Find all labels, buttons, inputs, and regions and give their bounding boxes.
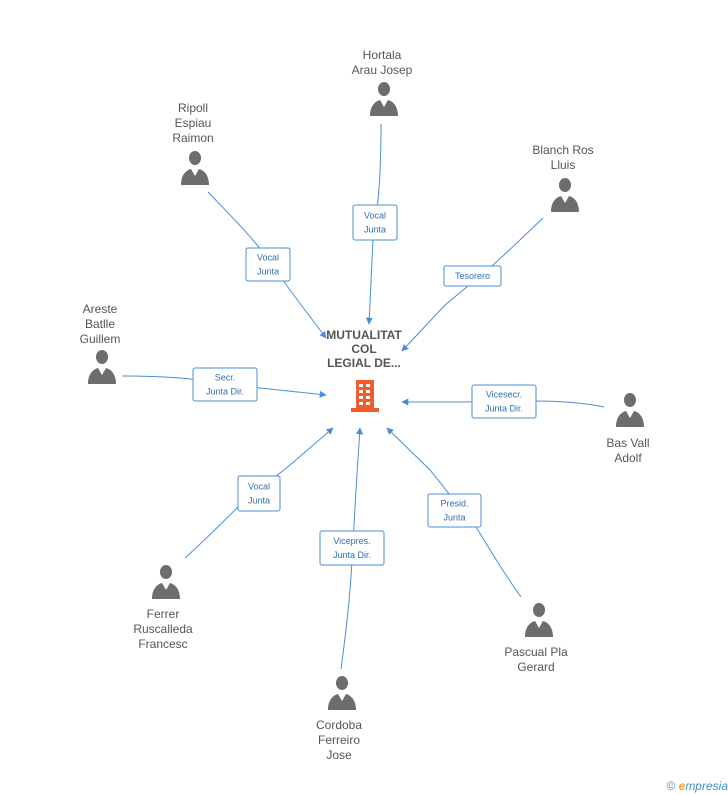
role-box bbox=[237, 475, 281, 512]
person-name-line: Hortala bbox=[363, 48, 402, 62]
role-text-line: Junta Dir. bbox=[485, 404, 523, 414]
role-box bbox=[427, 493, 482, 528]
person-name-line: Ruscalleda bbox=[133, 622, 193, 636]
person-name-line: Lluis bbox=[551, 158, 576, 172]
role-text-line: Junta Dir. bbox=[206, 387, 244, 397]
person-icon-basvall[interactable] bbox=[616, 393, 644, 427]
role-box bbox=[319, 530, 385, 566]
role-label-pascual[interactable]: Presid. Junta bbox=[427, 493, 482, 528]
role-box bbox=[471, 384, 537, 419]
person-name-line: Areste bbox=[83, 302, 118, 316]
role-box bbox=[352, 204, 398, 241]
person-icon-ripoll[interactable] bbox=[181, 151, 209, 185]
company-name-line: LEGIAL DE... bbox=[327, 356, 401, 370]
building-icon bbox=[351, 380, 379, 412]
role-text-line: Vocal bbox=[248, 482, 270, 492]
person-name-line: Arau Josep bbox=[352, 63, 413, 77]
role-text-line: Junta Dir. bbox=[333, 550, 371, 560]
person-name-line: Ferrer bbox=[147, 607, 180, 621]
person-name-line: Francesc bbox=[138, 637, 187, 651]
role-text-line: Junta bbox=[364, 225, 386, 235]
role-box bbox=[245, 247, 291, 282]
role-text-line: Vocal bbox=[364, 211, 386, 221]
person-name-line: Espiau bbox=[175, 116, 212, 130]
role-box bbox=[443, 265, 502, 287]
copyright-symbol: © bbox=[666, 779, 676, 793]
role-box bbox=[192, 367, 258, 402]
person-name-line: Raimon bbox=[172, 131, 213, 145]
role-text-line: Vocal bbox=[257, 253, 279, 263]
person-icon-blanch[interactable] bbox=[551, 178, 579, 212]
role-label-basvall[interactable]: Vicesecr. Junta Dir. bbox=[471, 384, 537, 419]
role-text-line: Vicepres. bbox=[333, 536, 370, 546]
person-name-line: Batlle bbox=[85, 317, 115, 331]
role-label-areste[interactable]: Secr. Junta Dir. bbox=[192, 367, 258, 402]
footer-brand: © empresia bbox=[666, 779, 728, 793]
edge-pascual bbox=[386, 427, 522, 598]
role-label-cordoba[interactable]: Vicepres. Junta Dir. bbox=[319, 530, 385, 566]
company-name-line: COL bbox=[351, 342, 376, 356]
person-name-line: Ripoll bbox=[178, 101, 208, 115]
person-icon-cordoba[interactable] bbox=[328, 676, 356, 710]
role-text-line: Junta bbox=[257, 267, 279, 277]
person-name-line: Gerard bbox=[517, 660, 554, 674]
role-label-blanch[interactable]: Tesorero bbox=[443, 265, 502, 287]
person-icon-hortala[interactable] bbox=[370, 82, 398, 116]
role-text-line: Secr. bbox=[215, 373, 236, 383]
role-text-line: Junta bbox=[443, 513, 465, 523]
role-text-line: Tesorero bbox=[455, 271, 490, 281]
brand-logo-initial: e bbox=[678, 779, 686, 793]
person-name-line: Pascual Pla bbox=[504, 645, 568, 659]
person-icon-pascual[interactable] bbox=[525, 603, 553, 637]
role-text-line: Vicesecr. bbox=[486, 390, 522, 400]
person-name-line: Guillem bbox=[80, 332, 121, 346]
company-name-line: MUTUALITAT bbox=[326, 328, 402, 342]
person-icon-areste[interactable] bbox=[88, 350, 116, 384]
role-text-line: Presid. bbox=[440, 499, 468, 509]
person-name-line: Cordoba bbox=[316, 718, 362, 732]
role-text-line: Junta bbox=[248, 496, 270, 506]
person-icon-ferrer[interactable] bbox=[152, 565, 180, 599]
person-name-line: Blanch Ros bbox=[532, 143, 593, 157]
person-name-line: Jose bbox=[326, 748, 352, 762]
person-name-line: Ferreiro bbox=[318, 733, 360, 747]
person-name-line: Bas Vall bbox=[606, 436, 649, 450]
edge-hortala bbox=[365, 123, 382, 325]
brand-logo-text: mpresia bbox=[685, 779, 728, 793]
person-name-line: Adolf bbox=[614, 451, 642, 465]
